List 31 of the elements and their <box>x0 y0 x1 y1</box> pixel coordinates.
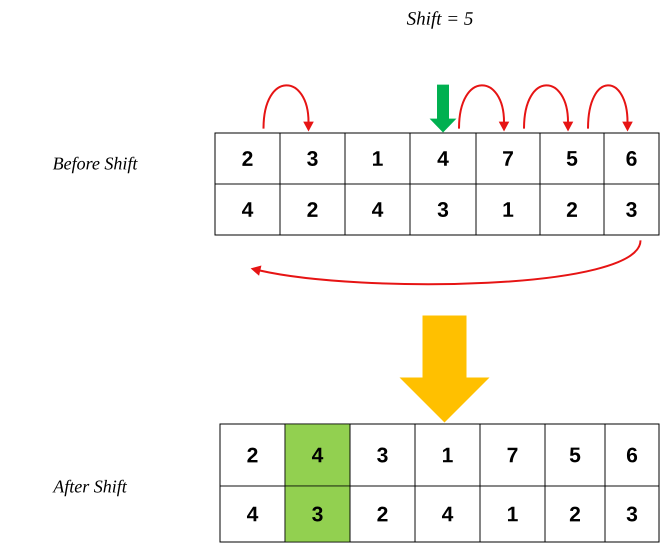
table-cell: 2 <box>350 486 416 542</box>
table-cell: 3 <box>604 184 660 236</box>
table-cell: 3 <box>604 486 660 542</box>
table-cell: 4 <box>284 424 350 486</box>
label-text: Shift = 5 <box>406 11 473 29</box>
table-cell: 2 <box>214 132 280 184</box>
table-cell: 1 <box>344 132 410 184</box>
table-cell: 1 <box>414 424 480 486</box>
table-cell: 6 <box>604 132 660 184</box>
table-cell: 4 <box>414 486 480 542</box>
table-cell: 3 <box>350 424 416 486</box>
table-cell: 1 <box>476 184 540 236</box>
table-cell: 3 <box>284 486 350 542</box>
label-text: After Shift <box>52 480 128 496</box>
table-cell: 1 <box>480 486 546 542</box>
table-cell: 2 <box>544 486 606 542</box>
table-cell: 2 <box>280 184 346 236</box>
table-cell: 5 <box>540 132 604 184</box>
table-cell: 4 <box>220 486 286 542</box>
label-text: Before Shift <box>52 156 138 174</box>
table-cell: 6 <box>604 424 660 486</box>
table-cell: 4 <box>344 184 410 236</box>
table-cell: 3 <box>410 184 476 236</box>
table-cell: 7 <box>480 424 546 486</box>
table-cell: 4 <box>410 132 476 184</box>
table-cell: 4 <box>214 184 280 236</box>
table-cell: 2 <box>540 184 604 236</box>
table-cell: 5 <box>544 424 606 486</box>
table-cell: 3 <box>280 132 346 184</box>
table-cell: 7 <box>476 132 540 184</box>
arrow <box>400 316 490 422</box>
